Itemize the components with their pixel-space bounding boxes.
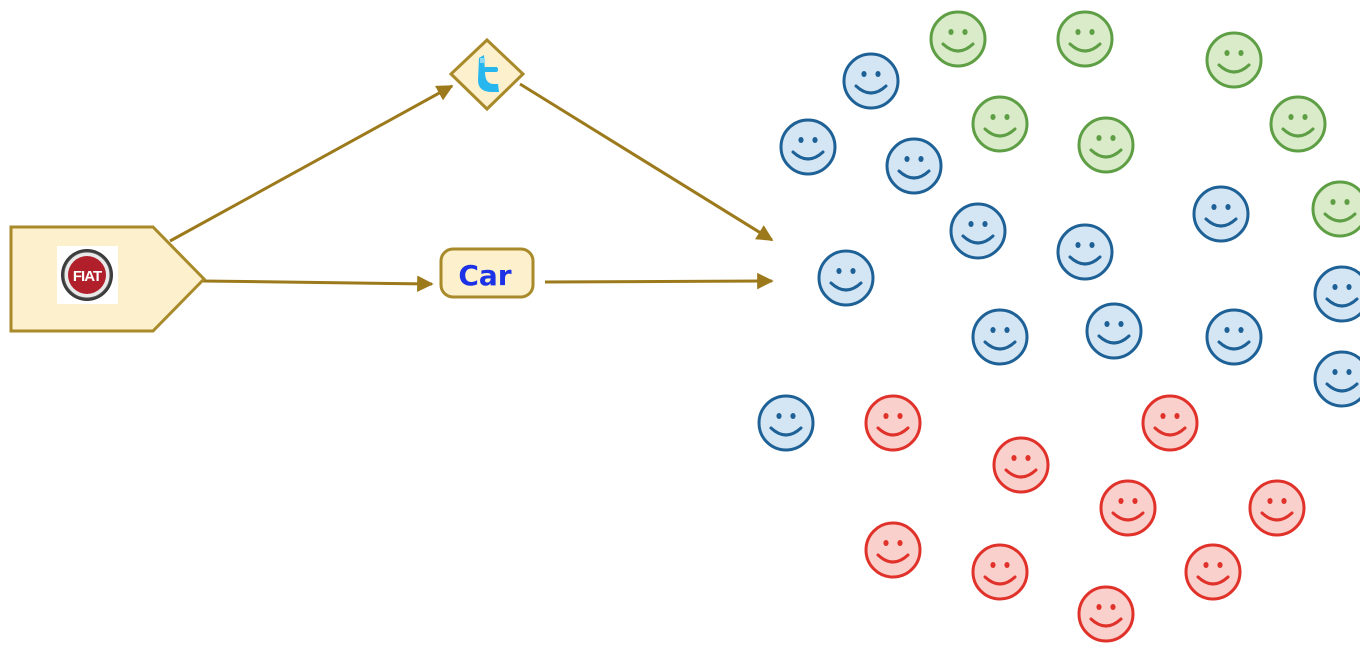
smiley-face-icon xyxy=(971,308,1029,366)
smiley-face-icon xyxy=(971,95,1029,153)
smiley-face-icon xyxy=(1184,543,1242,601)
smiley-face-icon xyxy=(1313,265,1360,323)
topic-node-label: Car xyxy=(458,259,511,292)
smiley-face-icon xyxy=(842,52,900,110)
smiley-face-icon xyxy=(757,394,815,452)
topic-node-shape xyxy=(439,247,535,299)
smiley-face-icon xyxy=(992,436,1050,494)
twitter-channel-node[interactable] xyxy=(448,37,526,112)
smiley-face-icon xyxy=(1099,479,1157,537)
smiley-face-icon xyxy=(1205,308,1263,366)
smiley-face-icon xyxy=(1056,223,1114,281)
smiley-face-icon xyxy=(864,521,922,579)
smiley-face-icon xyxy=(1248,479,1306,537)
fiat-logo-icon: FIAT xyxy=(57,246,118,304)
smiley-face-icon xyxy=(1313,350,1360,408)
smiley-face-icon xyxy=(1141,394,1199,452)
source-node[interactable]: FIAT xyxy=(9,225,207,333)
edge-twitter-to-audience xyxy=(519,82,774,242)
smiley-face-icon xyxy=(971,543,1029,601)
smiley-face-icon xyxy=(864,394,922,452)
twitter-node-shape xyxy=(448,37,526,112)
edge-source-to-twitter xyxy=(169,84,454,243)
smiley-face-icon xyxy=(779,118,837,176)
smiley-face-icon xyxy=(949,202,1007,260)
topic-node-car[interactable]: Car xyxy=(439,247,535,299)
smiley-face-icon xyxy=(1311,180,1360,238)
smiley-face-icon xyxy=(1205,31,1263,89)
twitter-icon xyxy=(478,55,499,92)
smiley-face-icon xyxy=(1085,302,1143,360)
audience-cluster xyxy=(757,10,1360,643)
smiley-face-icon xyxy=(817,249,875,307)
edge-car-to-audience xyxy=(544,272,774,290)
smiley-face-icon xyxy=(1077,585,1135,643)
smiley-face-icon xyxy=(1192,185,1250,243)
smiley-face-icon xyxy=(885,137,943,195)
smiley-face-icon xyxy=(929,10,987,68)
edges xyxy=(169,82,774,293)
smiley-face-icon xyxy=(1077,116,1135,174)
edge-source-to-car xyxy=(202,275,434,293)
smiley-face-icon xyxy=(1056,10,1114,68)
smiley-face-icon xyxy=(1269,95,1327,153)
fiat-logo-text: FIAT xyxy=(73,268,102,285)
